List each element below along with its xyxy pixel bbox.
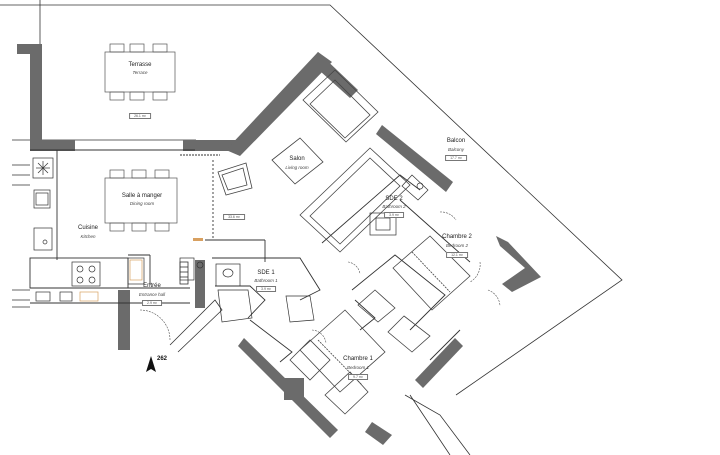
- door-swings: [139, 211, 501, 344]
- area-terrasse: 26.1 m²: [129, 113, 151, 119]
- room-name-sde1: SDE 1: [257, 270, 275, 276]
- north-arrow-label: 262: [157, 356, 168, 362]
- room-sub-balcon: Balcony: [447, 147, 465, 152]
- room-name-salle-a-manger: Salle à manger: [121, 193, 163, 199]
- room-name-chambre2: Chambre 2: [442, 234, 472, 240]
- sde1-fixtures: [179, 257, 315, 323]
- area-chambre1: 9.7 m²: [348, 374, 368, 380]
- partitions: [29, 149, 471, 363]
- sde2-fixtures: [369, 174, 429, 236]
- room-name-entree: Entrée: [143, 283, 161, 289]
- room-sub-terrasse: Terrace: [132, 70, 148, 75]
- room-sub-entree: Entrance hall: [138, 292, 166, 297]
- area-entree: 2.9 m²: [142, 300, 162, 306]
- outline-lines: [0, 0, 623, 455]
- terrace-dining-set: [104, 43, 176, 101]
- room-sub-salon: Living room: [285, 165, 309, 170]
- room-name-cuisine: Cuisine: [77, 225, 99, 231]
- room-sub-sde2: Bathroom 2: [382, 204, 406, 209]
- room-sub-chambre2: Bedroom 2: [445, 243, 469, 248]
- accent-marks: [193, 238, 203, 241]
- north-arrow-icon: [146, 356, 156, 372]
- room-name-chambre1: Chambre 1: [343, 356, 373, 362]
- kitchen-units: [32, 157, 145, 302]
- area-chambre2: 12.1 m²: [446, 252, 468, 258]
- room-sub-chambre1: Bedroom 1: [346, 365, 370, 370]
- room-name-salon: Salon: [289, 156, 305, 162]
- area-sde1: 3.9 m²: [256, 286, 276, 292]
- room-name-terrasse: Terrasse: [128, 62, 152, 68]
- area-salle-a-manger: 33.6 m²: [223, 214, 245, 220]
- area-sde2: 3.9 m²: [384, 212, 404, 218]
- area-balcon: 17.7 m²: [445, 155, 467, 161]
- room-sub-cuisine: Kitchen: [80, 234, 96, 239]
- room-sub-sde1: Bathroom 1: [254, 278, 278, 283]
- walls: [17, 44, 541, 445]
- dining-set: [104, 169, 178, 232]
- left-fixtures: [12, 139, 30, 308]
- living-furniture: [217, 69, 411, 253]
- entrance-units: [169, 261, 223, 353]
- room-sub-salle-a-manger: Dining room: [129, 201, 155, 206]
- room-name-balcon: Balcon: [446, 138, 466, 144]
- bedroom2-furniture: [357, 235, 471, 353]
- room-name-sde2: SDE 2: [385, 196, 403, 202]
